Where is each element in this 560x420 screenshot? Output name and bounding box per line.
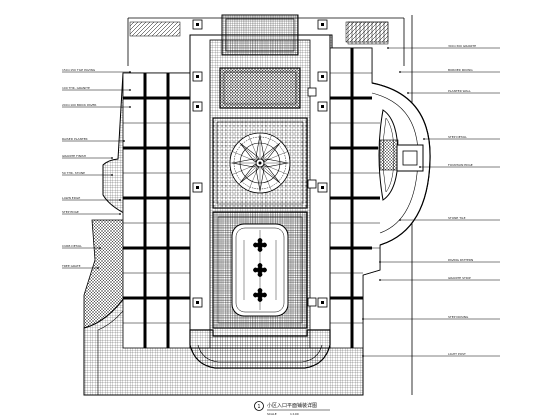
fountain-pool-rim — [235, 227, 285, 313]
drawing-caption: 1 小区入口平面铺装详图 SCALE 1:100 — [254, 401, 330, 416]
right-note-text: STONE TILE — [448, 216, 466, 220]
left-annotations: 150×150 TILE PAVING 100 THK. GRANITE 200×1… — [61, 68, 131, 269]
left-paving-field — [122, 72, 191, 349]
right-pavilion-core — [402, 150, 418, 166]
left-leader-dot — [99, 247, 101, 249]
left-note-text: 50 THK. STONE — [62, 171, 85, 175]
upper-hatch-panel — [219, 67, 301, 109]
right-note-text: STEP DETAIL — [448, 135, 467, 139]
right-leader-dot — [362, 318, 364, 320]
fountain-axis-lines — [243, 230, 277, 310]
top-right-stairs — [347, 21, 389, 45]
left-note-text: STEP EDGE — [62, 210, 79, 214]
left-note-text: 200×100 BRICK PAVER — [62, 103, 96, 107]
right-note-text: PAVING PATTERN — [448, 258, 473, 262]
left-note-text: 100 THK. GRANITE — [62, 86, 90, 90]
caption-scale-label: SCALE — [267, 412, 277, 416]
right-leader-dot — [407, 92, 409, 94]
right-note-text: STEP NOSING — [448, 315, 469, 319]
caption-scale-value: 1:100 — [290, 412, 299, 416]
top-boundary — [127, 15, 413, 395]
top-panel-inner — [225, 18, 295, 52]
right-leader-dot — [399, 71, 401, 73]
left-leader-dot — [119, 213, 121, 215]
pier-centers — [196, 23, 324, 304]
right-leader-dot — [379, 261, 381, 263]
left-note-text: RAISED PLANTER — [62, 137, 88, 141]
caption-number: 1 — [257, 404, 260, 410]
right-note-text: FOUNTAIN EDGE — [448, 163, 473, 167]
left-note-text: TREE GRATE — [61, 264, 81, 268]
upper-hatch-panel-inner — [223, 71, 297, 105]
right-note-text: GRANITE STRIP — [448, 276, 471, 280]
right-bay-steps — [379, 139, 399, 171]
top-panel — [221, 14, 299, 56]
right-leader-dot — [379, 279, 381, 281]
right-leader-dot — [387, 47, 389, 49]
medallion-panel-inner — [216, 121, 304, 205]
arrival-apron — [189, 329, 331, 369]
left-note-text: 150×150 TILE PAVING — [62, 68, 96, 72]
right-leader-dot — [423, 138, 425, 140]
right-note-text: PLANTER WALL — [448, 89, 471, 93]
left-leader-dot — [129, 106, 131, 108]
left-leader-dot — [129, 89, 131, 91]
right-note-text: BORDER PAVING — [448, 68, 473, 72]
right-leader-dot — [399, 219, 401, 221]
fountain-inner-panel — [217, 216, 303, 324]
left-leader-dot — [129, 71, 131, 73]
left-note-text: GRANITE FINISH — [62, 154, 86, 158]
left-leader-dot — [123, 140, 125, 142]
right-pavilion — [396, 144, 424, 172]
right-note-text: LIGHT POST — [448, 352, 466, 356]
left-leader-dot — [119, 199, 121, 201]
compass-rose — [229, 132, 291, 194]
right-leader-dot — [419, 166, 421, 168]
left-leader-dot — [111, 174, 113, 176]
right-annotations: 300×300 GRANITE BORDER PAVING PLANTER WALL… — [362, 44, 500, 357]
left-dark-strips — [123, 73, 190, 348]
left-leader-dot — [97, 267, 99, 269]
left-leader-dot — [111, 157, 113, 159]
left-note-text: CURB DETAIL — [62, 244, 82, 248]
left-note-text: LAWN EDGE — [62, 196, 80, 200]
right-note-text: 300×300 GRANITE — [448, 44, 476, 48]
right-dark-strips — [330, 48, 380, 348]
caption-title: 小区入口平面铺装详图 — [267, 402, 317, 409]
right-bay-outline — [371, 82, 431, 246]
right-leader-dot — [362, 355, 364, 357]
arrival-apron-edge — [197, 344, 323, 363]
